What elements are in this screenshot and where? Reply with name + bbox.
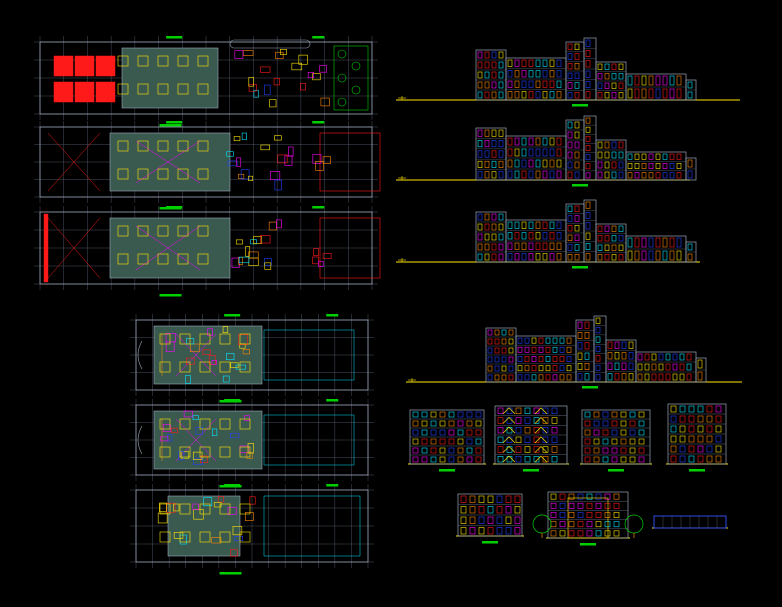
- detail-2: [532, 491, 644, 546]
- detail-3: [652, 515, 728, 529]
- section-3: [580, 409, 652, 472]
- elevation-3: [396, 199, 700, 269]
- elevation-4: [406, 315, 742, 389]
- sections-group: [408, 403, 728, 546]
- elevation-2: [396, 115, 697, 187]
- floor-plans-group: [34, 36, 381, 575]
- plan-upper-floor-1: [34, 121, 381, 210]
- elevations-group: [396, 37, 742, 389]
- elevation-1: [396, 37, 740, 107]
- plan-lower-block-3: [130, 484, 374, 575]
- plan-upper-floor-2: [34, 206, 381, 297]
- section-1: [408, 409, 486, 472]
- detail-1: [456, 493, 524, 544]
- section-4: [666, 403, 728, 472]
- plan-lower-block-1: [130, 314, 374, 403]
- plan-ground-floor: [34, 36, 378, 127]
- plan-lower-block-2: [130, 399, 374, 488]
- section-2: [493, 405, 569, 472]
